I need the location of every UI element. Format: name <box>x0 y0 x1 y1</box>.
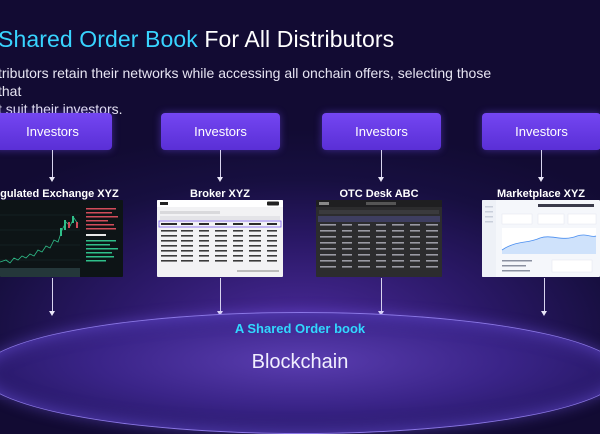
investors-box-3: Investors <box>322 113 441 150</box>
shared-order-book-label: A Shared Order book <box>234 321 366 336</box>
otc-table-image <box>316 200 442 268</box>
title-highlight: Shared Order Book <box>0 26 198 52</box>
blockchain-label: Blockchain <box>251 351 349 373</box>
subtitle-line-1: tributors retain their networks while ac… <box>0 65 492 99</box>
arrow-down-icon <box>538 177 544 182</box>
distributor-name-3: OTC Desk ABC <box>339 188 419 200</box>
distributor-name-1: egulated Exchange XYZ <box>0 188 119 200</box>
arrow-down-icon <box>541 311 547 316</box>
exchange-screenshot <box>0 200 123 277</box>
broker-table-image <box>157 200 283 272</box>
connector-line <box>381 150 382 178</box>
distributor-name-2: Broker XYZ <box>190 188 250 200</box>
page-subtitle: tributors retain their networks while ac… <box>0 64 518 118</box>
investors-box-4: Investors <box>482 113 600 150</box>
marketplace-dashboard-image <box>482 200 597 277</box>
arrow-down-icon <box>217 177 223 182</box>
connector-line <box>220 150 221 178</box>
otc-desk-screenshot <box>316 200 442 277</box>
candlestick-chart-image <box>0 208 118 277</box>
title-rest: For All Distributors <box>197 26 395 52</box>
page-title: Shared Order Book For All Distributors <box>0 26 394 53</box>
connector-line <box>381 278 382 312</box>
arrow-down-icon <box>49 311 55 316</box>
connector-line <box>541 150 542 178</box>
arrow-down-icon <box>378 177 384 182</box>
broker-screenshot <box>157 200 283 277</box>
distributor-name-4: Marketplace XYZ <box>496 188 586 200</box>
arrow-down-icon <box>49 177 55 182</box>
marketplace-screenshot <box>482 200 600 277</box>
connector-line <box>52 150 53 178</box>
connector-line <box>544 278 545 312</box>
investors-box-1: Investors <box>0 113 112 150</box>
connector-line <box>52 278 53 312</box>
investors-box-2: Investors <box>161 113 280 150</box>
connector-line <box>220 278 221 312</box>
